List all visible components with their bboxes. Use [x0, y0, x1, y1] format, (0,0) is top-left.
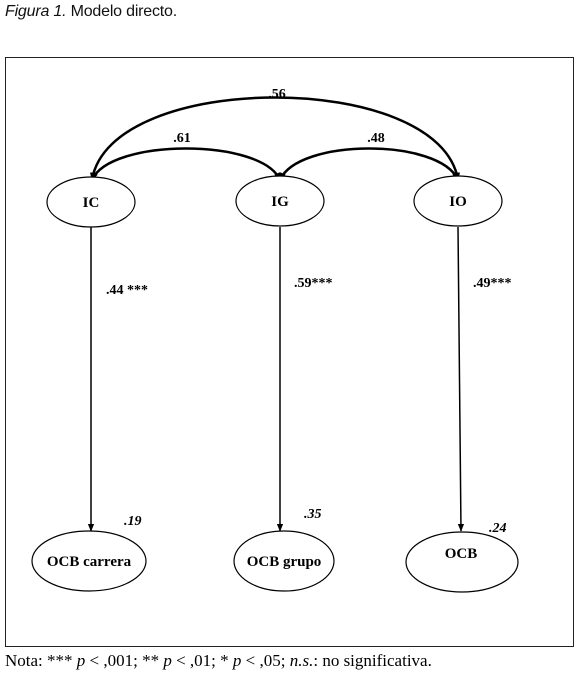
note-p-3: p [232, 651, 242, 670]
correlation-ic-ig-label: .61 [173, 131, 191, 146]
note-p-1: p [76, 651, 86, 670]
path-io-ocb-label: .49*** [473, 276, 512, 291]
note-p-2: p [163, 651, 172, 670]
path-ic-ocb-carrera-label: .44 *** [106, 283, 148, 298]
significance-note: Nota: *** p < ,001; ** p < ,01; * p < ,0… [5, 651, 432, 671]
note-threshold-3: < ,05; [241, 651, 290, 670]
path-arrow-io-ocb [457, 226, 465, 532]
correlation-ic-io-label: .56 [268, 87, 286, 102]
node-ic [46, 176, 136, 228]
note-ns-text: : no significativa. [313, 651, 432, 670]
correlation-arc-ig-io [278, 147, 460, 181]
figure-number: Figura 1. [5, 3, 67, 20]
node-ocb [405, 531, 519, 593]
correlation-arc-ic-io [90, 96, 460, 181]
node-ocb-label: OCB [445, 546, 478, 562]
r-squared-ocb: .24 [489, 521, 507, 536]
node-ocb-grupo [233, 530, 335, 592]
node-io [413, 175, 503, 227]
r-squared-ocb-carrera: .19 [124, 514, 142, 529]
correlation-arc-ic-ig [90, 147, 282, 181]
node-ig [235, 175, 325, 227]
path-ig-ocb-grupo-label: .59*** [294, 276, 333, 291]
node-ocb-carrera [31, 530, 147, 592]
note-threshold-2: < ,01; * [171, 651, 233, 670]
node-ic-label: IC [83, 195, 100, 211]
node-ocb-grupo-label: OCB grupo [247, 554, 322, 570]
note-ns: n.s. [289, 651, 314, 670]
figure-caption: Figura 1. Modelo directo. [5, 3, 177, 21]
node-io-label: IO [449, 194, 467, 210]
correlation-ig-io-label: .48 [367, 131, 385, 146]
figure-title: Modelo directo. [70, 3, 178, 20]
r-squared-ocb-grupo: .35 [304, 507, 322, 522]
node-ig-label: IG [271, 194, 289, 210]
note-threshold-1: < ,001; ** [85, 651, 164, 670]
note-prefix: Nota: *** [5, 651, 77, 670]
node-ocb-carrera-label: OCB carrera [47, 554, 132, 570]
